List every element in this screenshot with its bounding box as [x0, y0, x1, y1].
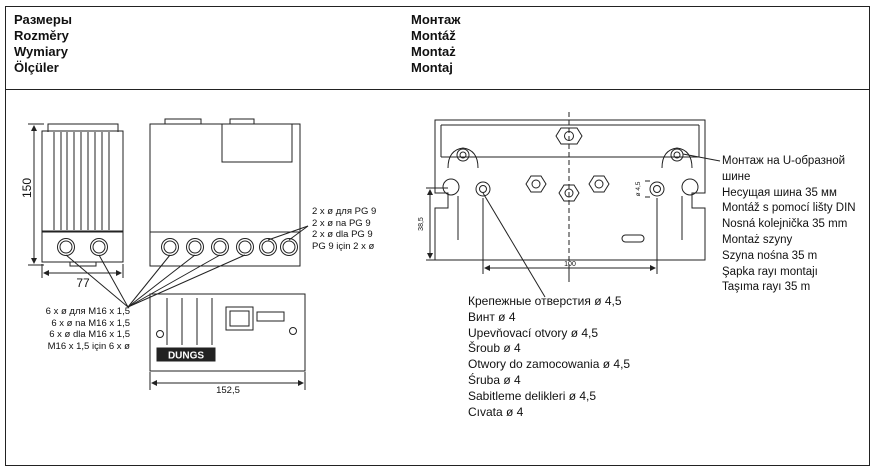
brand-logo: DUNGS [168, 351, 204, 362]
m16-label-line: 6 x ø dla M16 x 1,5 [49, 329, 130, 340]
dim-height: 150 [20, 178, 34, 198]
rail-label-line: Montáž s pomocí lišty DIN [722, 202, 856, 215]
header-mounting-line: Montáž [411, 28, 456, 43]
header-mounting: Монтаж Montáž Montaż Montaj [411, 12, 460, 76]
rail-label-line: Şapka rayı montajı [722, 265, 818, 278]
pg9-label-line: 2 x ø dla PG 9 [312, 229, 373, 240]
front-view [149, 118, 301, 267]
header-mounting-line: Montaż [411, 44, 456, 59]
m16-label-line: 6 x ø для M16 x 1,5 [45, 306, 130, 317]
dim-mount-width: 100 [564, 261, 576, 268]
header-divider [5, 89, 870, 90]
top-view [149, 293, 306, 390]
drawing-frame [5, 6, 870, 466]
m16-label-line: 6 x ø na M16 x 1,5 [51, 317, 130, 329]
holes-label-line: Винт ø 4 [468, 309, 516, 324]
rail-label-line: Montaż szyny [722, 233, 793, 246]
holes-label-line: Cıvata ø 4 [468, 404, 524, 419]
rail-label-line: Szyna nośna 35 m [722, 249, 818, 262]
header-mounting-line: Монтаж [411, 12, 461, 27]
holes-label-line: Sabitleme delikleri ø 4,5 [468, 388, 597, 403]
gland-leader-lines [65, 225, 309, 308]
rail-mount-callout: Монтаж на U-образной шине Несущая шина 3… [722, 154, 856, 296]
holes-label-line: Šroub ø 4 [468, 341, 521, 356]
header-dimensions-line: Rozměry [14, 28, 69, 43]
pg9-label-line: 2 x ø для PG 9 [312, 206, 377, 217]
header-dimensions-line: Wymiary [14, 44, 68, 59]
dim-width-bottom: 152,5 [216, 385, 240, 396]
pg9-label-line: PG 9 için 2 x ø [312, 240, 375, 252]
header-dimensions-line: Размеры [14, 12, 72, 27]
holes-label-line: Otwory do zamocowania ø 4,5 [468, 357, 631, 372]
rail-label-line: Taşıma rayı 35 m [722, 281, 811, 294]
pg9-label-line: 2 x ø na PG 9 [312, 217, 371, 229]
rail-label-line: Несущая шина 35 мм [722, 186, 837, 199]
side-view [28, 123, 124, 278]
holes-label-line: Крепежные отверстия ø 4,5 [468, 294, 622, 308]
pg9-callout: 2 x ø для PG 9 2 x ø na PG 9 2 x ø dla P… [312, 206, 376, 252]
dim-width-side: 77 [76, 276, 90, 290]
mounting-plate [426, 112, 721, 298]
m16-label-line: M16 x 1,5 için 6 x ø [47, 340, 130, 352]
header-dimensions-line: Ölçüler [14, 60, 59, 75]
fixing-holes-callout: Крепежные отверстия ø 4,5 Винт ø 4 Upevň… [468, 294, 630, 420]
holes-label-line: Śruba ø 4 [468, 372, 521, 387]
rail-label-line: шине [722, 170, 751, 183]
header-mounting-line: Montaj [411, 60, 453, 75]
header-dimensions: Размеры Rozměry Wymiary Ölçüler [14, 12, 72, 76]
rail-label-line: Монтаж на U-образной [722, 155, 846, 167]
holes-label-line: Upevňovací otvory ø 4,5 [468, 325, 599, 340]
m16-callout: 6 x ø для M16 x 1,5 6 x ø na M16 x 1,5 6… [34, 306, 130, 352]
dim-hole-dia: ø 4,5 [635, 181, 642, 196]
rail-label-line: Nosná kolejnička 35 mm [722, 218, 848, 231]
dim-mount-height: 38,5 [418, 217, 425, 231]
